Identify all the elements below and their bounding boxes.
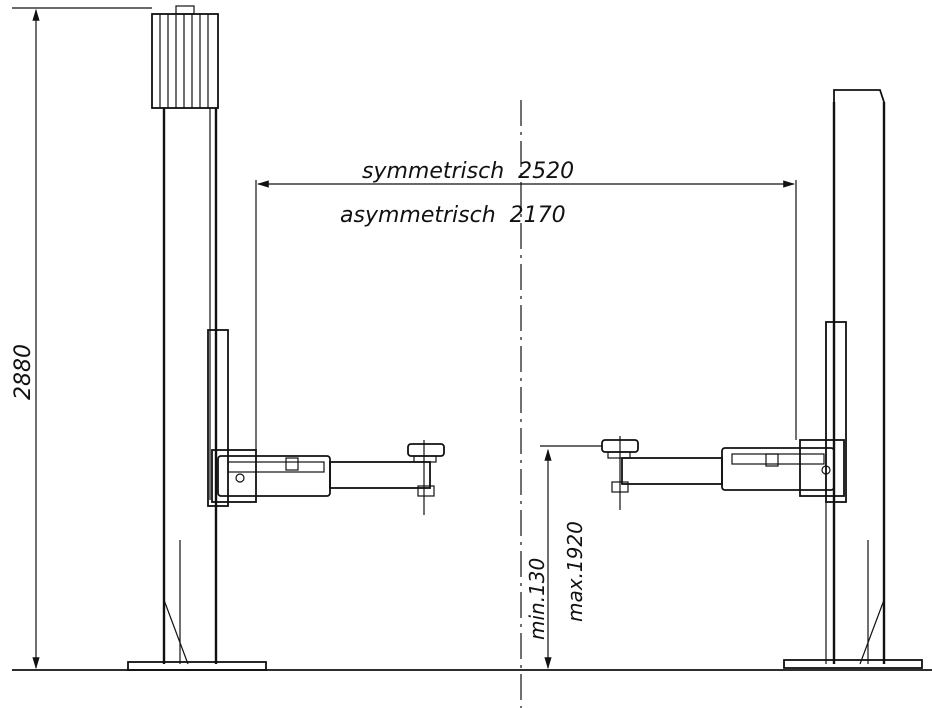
lift-height-dimension: min.130 max.1920: [525, 445, 602, 670]
left-lift-arm: [211, 180, 445, 515]
left-column: [127, 5, 267, 671]
right-lift-arm: [601, 180, 845, 510]
lift-max-label: max.1920: [563, 521, 587, 622]
height-dimension: 2880: [11, 7, 152, 670]
width-symmetric-label: symmetrisch 2520: [362, 159, 574, 184]
total-height-label: 2880: [11, 344, 36, 400]
width-dimension: symmetrisch 2520 asymmetrisch 2170: [256, 159, 796, 228]
right-column: [783, 89, 923, 669]
lift-min-label: min.130: [525, 558, 549, 640]
width-asymmetric-label: asymmetrisch 2170: [340, 203, 566, 228]
